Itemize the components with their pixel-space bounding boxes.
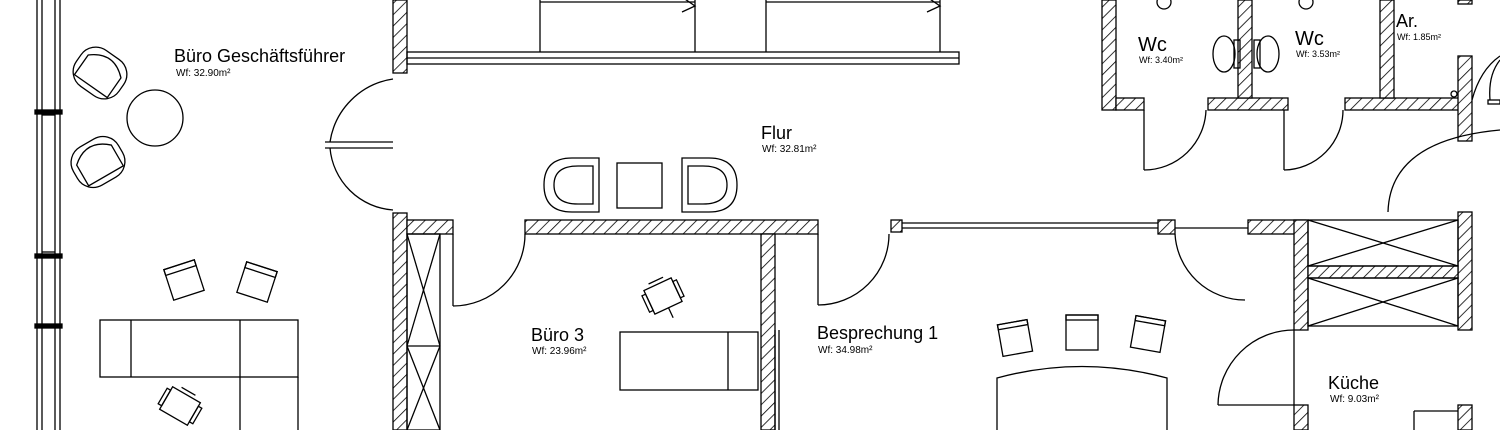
svg-text:Besprechung 1: Besprechung 1	[817, 323, 938, 343]
svg-text:Wf: 1.85m²: Wf: 1.85m²	[1397, 32, 1441, 42]
room-label-wc1: Wc Wf: 3.40m²	[1138, 34, 1183, 65]
wall-segment	[1207, 97, 1289, 111]
wall-segment	[760, 233, 776, 430]
wall-segment	[1457, 0, 1473, 5]
wall-segment	[1457, 404, 1473, 430]
armchair-2	[70, 135, 126, 189]
svg-text:Ar.: Ar.	[1396, 11, 1418, 31]
armchair-1	[72, 46, 128, 100]
wall-segment	[1101, 0, 1117, 111]
svg-text:Wc: Wc	[1295, 28, 1324, 50]
toilet-1	[1212, 35, 1241, 73]
svg-text:Wc: Wc	[1138, 34, 1167, 56]
wall-segment	[392, 212, 408, 430]
glass-partition	[890, 219, 1176, 235]
exterior-wall-left	[34, 0, 63, 430]
meeting-chair-1	[996, 318, 1034, 358]
svg-text:Wf: 9.03m²: Wf: 9.03m²	[1330, 394, 1380, 405]
lounge-chair-left	[543, 157, 600, 213]
room-label-flur: Flur Wf: 32.81m²	[761, 123, 817, 155]
desk-l-shape	[99, 319, 299, 430]
wall-segment	[1344, 97, 1461, 111]
room-label-ar: Ar. Wf: 1.85m²	[1396, 11, 1441, 42]
door-besprechung-right	[1174, 227, 1248, 301]
door-right	[1387, 129, 1500, 213]
svg-text:Wf: 3.53m²: Wf: 3.53m²	[1296, 49, 1340, 59]
svg-text:Flur: Flur	[761, 123, 792, 143]
svg-text:Büro 3: Büro 3	[531, 325, 584, 345]
chair-1	[163, 259, 205, 301]
sink-icon	[1298, 0, 1314, 10]
svg-text:Küche: Küche	[1328, 373, 1379, 393]
wall-segment	[1307, 265, 1459, 279]
room-label-wc2: Wc Wf: 3.53m²	[1295, 28, 1340, 59]
wall-segment	[1457, 211, 1473, 331]
meeting-chair-2	[1065, 314, 1099, 351]
office-chair-1	[157, 385, 203, 427]
wall-segment	[1293, 404, 1309, 430]
wall-segment	[392, 0, 408, 74]
door-wc1	[1143, 109, 1207, 171]
svg-text:Büro Geschäftsführer: Büro Geschäftsführer	[174, 46, 345, 66]
door-ar	[1471, 55, 1500, 101]
round-table	[126, 89, 184, 147]
door-besprechung	[817, 233, 890, 306]
wall-segment	[1237, 0, 1253, 99]
door-wc2	[1283, 109, 1344, 171]
wall-segment	[1115, 97, 1145, 111]
cabinet-kitchen	[1307, 219, 1459, 327]
cabinet-tall	[406, 233, 441, 430]
wall-segment	[1457, 55, 1473, 142]
svg-text:Wf: 3.40m²: Wf: 3.40m²	[1139, 55, 1183, 65]
wall-segment	[524, 219, 819, 235]
svg-text:Wf: 32.81m²: Wf: 32.81m²	[762, 144, 817, 155]
svg-text:Wf: 23.96m²: Wf: 23.96m²	[532, 346, 587, 357]
lounge-chair-right	[681, 157, 738, 213]
room-label-buero-gf: Büro Geschäftsführer Wf: 32.90m²	[174, 46, 345, 79]
door-buero3	[452, 233, 526, 307]
side-table	[616, 162, 663, 209]
desk-buero3	[619, 331, 759, 391]
svg-text:Wf: 34.98m²: Wf: 34.98m²	[818, 345, 873, 356]
chair-2	[236, 261, 278, 303]
meeting-chair-3	[1129, 314, 1167, 354]
wall-segment	[1379, 0, 1395, 99]
office-chair-2	[641, 276, 685, 319]
wall-segment	[406, 219, 454, 235]
double-door-office	[325, 78, 394, 211]
wall-segment	[1293, 219, 1309, 331]
sink-icon	[1156, 0, 1172, 10]
built-in-cabinet	[406, 0, 960, 65]
toilet-2	[1253, 35, 1280, 73]
door-kitchen	[1217, 329, 1295, 406]
room-label-besprechung1: Besprechung 1 Wf: 34.98m²	[817, 323, 938, 356]
room-label-kueche: Küche Wf: 9.03m²	[1328, 373, 1380, 405]
room-label-buero3: Büro 3 Wf: 23.96m²	[531, 325, 587, 357]
svg-text:Wf: 32.90m²: Wf: 32.90m²	[176, 68, 231, 79]
meeting-table	[996, 365, 1168, 430]
